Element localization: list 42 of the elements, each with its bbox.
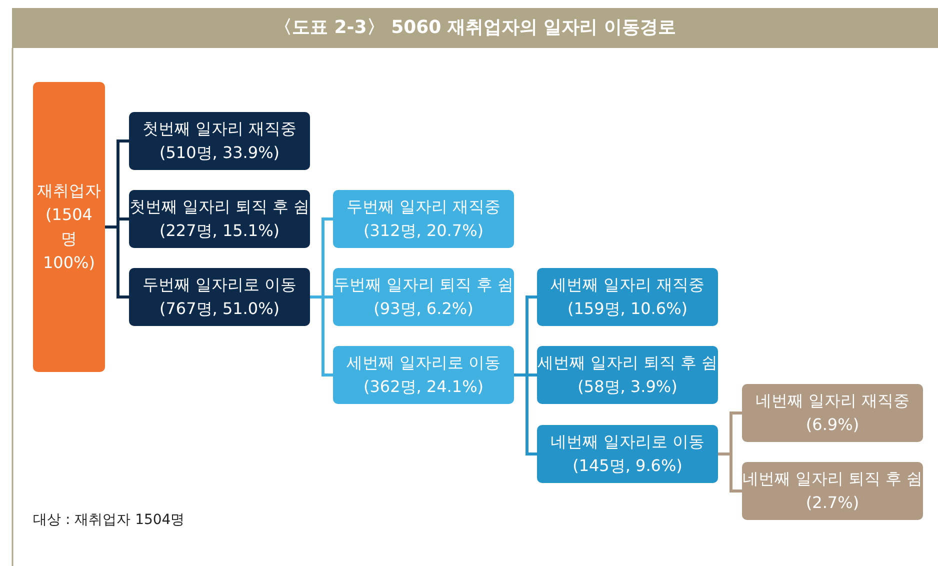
connector-line: [310, 296, 333, 376]
process-box: [129, 268, 310, 326]
process-box: [129, 112, 310, 170]
node-title: 네번째 일자리 재직중: [755, 390, 910, 412]
process-box: [537, 425, 718, 483]
node-title: 첫번째 일자리 재직중: [142, 118, 297, 140]
node-count: (2.7%): [806, 492, 860, 514]
node-title: 두번째 일자리 퇴직 후 쉼: [333, 274, 514, 296]
node-title: 세번째 일자리 퇴직 후 쉼: [537, 352, 718, 374]
node-title: 첫번째 일자리 퇴직 후 쉼: [129, 196, 310, 218]
node-count: (93명, 6.2%): [374, 298, 474, 320]
node-title: 네번째 일자리로 이동: [550, 431, 705, 453]
node-title: 두번째 일자리로 이동: [142, 274, 297, 296]
node-title: 세번째 일자리 재직중: [550, 274, 705, 296]
process-box: [333, 190, 514, 248]
node-count: (145명, 9.6%): [572, 455, 682, 477]
process-box: [742, 384, 923, 442]
note-text: 대상 : 재취업자 1504명: [33, 511, 185, 529]
process-box: [333, 268, 514, 326]
node-title: 네번째 일자리 퇴직 후 쉼: [742, 468, 923, 490]
connector-line: [105, 226, 129, 298]
node-count: (362명, 24.1%): [363, 376, 484, 398]
node-title: 세번째 일자리로 이동: [346, 352, 501, 374]
node-count: (510명, 33.9%): [159, 142, 280, 164]
title-bar: 〈도표 2-3〉 5060 재취업자의 일자리 이동경로: [12, 8, 938, 48]
node-count: (159명, 10.6%): [567, 298, 688, 320]
node-count: (312명, 20.7%): [363, 220, 484, 242]
node-title: 두번째 일자리 재직중: [346, 196, 501, 218]
node-title: 재취업자: [37, 180, 101, 202]
process-box: [333, 346, 514, 404]
node-count: (58명, 3.9%): [578, 376, 678, 398]
root-box: [33, 82, 105, 372]
process-box: [742, 462, 923, 520]
process-box: [537, 268, 718, 326]
node-count: (6.9%): [806, 414, 860, 436]
node-count: (767명, 51.0%): [159, 298, 280, 320]
node-count: (1504명 100%): [42, 204, 96, 274]
process-box: [129, 190, 310, 248]
connector-line: [718, 452, 742, 492]
connector-line: [514, 374, 537, 456]
process-box: [537, 346, 718, 404]
node-count: (227명, 15.1%): [159, 220, 280, 242]
